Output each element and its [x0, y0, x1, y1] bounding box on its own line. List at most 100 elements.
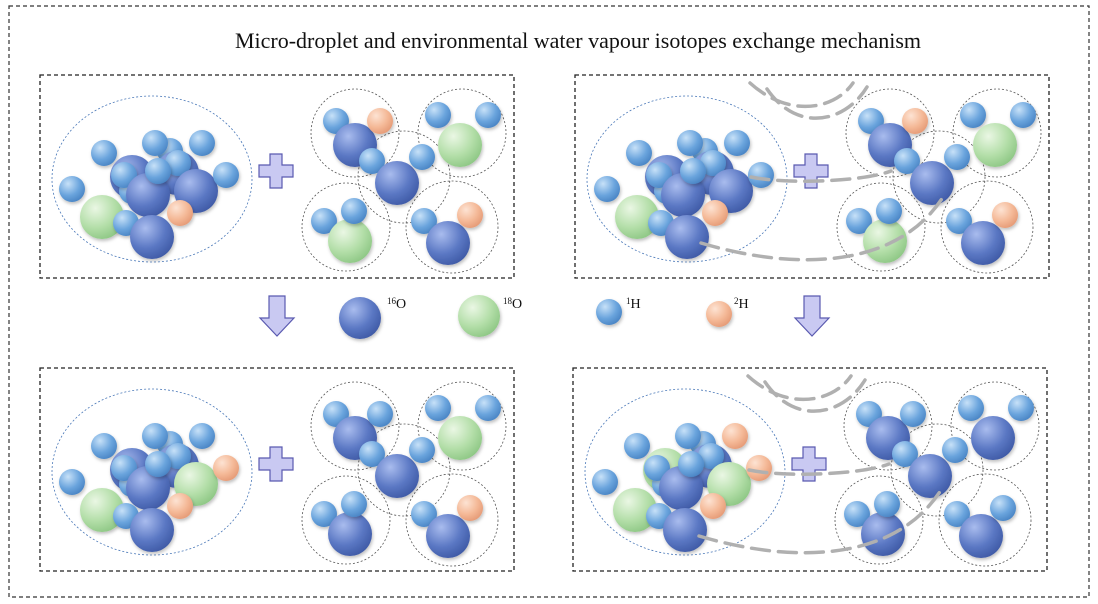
vapour-molecule-3-hydrogen-1-atom	[892, 441, 918, 467]
droplet-molecule-6-oxygen-16-atom	[663, 508, 707, 552]
legend: 16O 18O 1H 2H	[339, 295, 749, 339]
vapour-molecule-4-oxygen-18-atom	[328, 219, 372, 263]
droplet-molecule-2-hydrogen-2-atom	[189, 130, 215, 156]
plus-icon	[258, 153, 294, 189]
panel-top-left	[39, 74, 515, 279]
droplet-molecule-3-oxygen-18-atom	[80, 488, 124, 532]
vapour-molecule-2-hydrogen-1-atom	[960, 102, 986, 128]
vapour-flow-arc-1	[746, 374, 853, 401]
outer-frame	[8, 5, 1090, 598]
vapour-molecule-2	[425, 102, 501, 167]
droplet-molecule-2-hydrogen-1-atom	[142, 130, 168, 156]
micro-droplet-boundary	[584, 388, 786, 556]
vapour-molecule-3	[359, 144, 435, 205]
vapour-molecule-boundary	[310, 88, 400, 178]
droplet-molecule-6-deuterium-atom	[167, 493, 193, 519]
panel-bottom-left	[39, 367, 515, 572]
vapour-molecule-boundary	[834, 475, 924, 565]
droplet-molecule-5-hydrogen-2-atom	[680, 158, 706, 184]
droplet-molecule-5-hydrogen-1-atom	[646, 162, 672, 188]
droplet-molecule-6-oxygen-16-atom	[130, 215, 174, 259]
vapour-molecule-5	[944, 495, 1016, 558]
droplet-molecule-2-hydrogen-2-atom	[724, 130, 750, 156]
vapour-molecule-2-hydrogen-2-atom	[1008, 395, 1034, 421]
vapour-molecule-boundary	[417, 381, 507, 471]
micro-droplet-boundary	[51, 388, 253, 556]
plus-icon	[791, 446, 827, 482]
vapour-molecule-boundary	[843, 381, 933, 471]
vapour-molecule-3-oxygen-16-atom	[910, 161, 954, 205]
vapour-molecule-boundary	[950, 381, 1040, 471]
droplet-molecule-5-oxygen-16-atom	[659, 466, 703, 510]
plus-icon	[258, 446, 294, 482]
panel-frame	[574, 74, 1050, 279]
panel-frame	[39, 367, 515, 572]
micro-droplet-boundary	[51, 95, 253, 263]
droplet-molecule-6	[113, 200, 193, 259]
vapour-molecule-4	[844, 491, 905, 556]
droplet-molecule-2-hydrogen-2-atom	[189, 423, 215, 449]
vapour-molecule-4-hydrogen-1-atom	[311, 501, 337, 527]
vapour-molecule-5	[946, 202, 1018, 265]
panel-frame	[39, 74, 515, 279]
legend-h1-symbol: H	[631, 297, 641, 312]
legend-o16-sup: 16	[387, 296, 397, 306]
droplet-molecule-5	[111, 451, 171, 510]
vapour-molecule-4-hydrogen-1-atom	[846, 208, 872, 234]
vapour-flow-arc-2	[765, 85, 869, 120]
vapour-molecule-4-oxygen-16-atom	[861, 512, 905, 556]
vapour-flow-arc-4	[699, 195, 945, 262]
vapour-molecule-boundary	[301, 182, 391, 272]
vapour-molecule-5-hydrogen-1-atom	[411, 208, 437, 234]
droplet-molecule-5-hydrogen-2-atom	[678, 451, 704, 477]
vapour-molecule-5-oxygen-16-atom	[959, 514, 1003, 558]
droplet-molecule-1-hydrogen-1-atom	[626, 140, 652, 166]
droplet-molecule-6	[648, 200, 728, 259]
h2-swatch	[706, 301, 732, 327]
vapour-molecule-boundary	[405, 180, 499, 274]
droplet-molecule-3-hydrogen-1-atom	[594, 176, 620, 202]
vapour-molecule-1-hydrogen-2-atom	[900, 401, 926, 427]
droplet-molecule-6-deuterium-atom	[700, 493, 726, 519]
transition-arrow-left	[258, 295, 296, 337]
svg-text:2H: 2H	[734, 296, 749, 312]
droplet-molecule-4-hydrogen-1-atom	[165, 443, 191, 469]
vapour-molecule-4-hydrogen-2-atom	[876, 198, 902, 224]
legend-item-o18: 18O	[458, 295, 522, 337]
vapour-molecule-4-hydrogen-2-atom	[341, 198, 367, 224]
vapour-molecule-5-oxygen-16-atom	[961, 221, 1005, 265]
droplet-molecule-2-hydrogen-1-atom	[142, 423, 168, 449]
panels	[39, 74, 1050, 572]
vapour-molecule-2-hydrogen-2-atom	[475, 102, 501, 128]
droplet-molecule-3-hydrogen-1-atom	[59, 176, 85, 202]
vapour-molecule-3	[359, 437, 435, 498]
vapour-molecule-3-hydrogen-2-atom	[942, 437, 968, 463]
transition-arrow-right	[793, 295, 831, 337]
vapour-molecule-2-oxygen-18-atom	[438, 416, 482, 460]
vapour-flow-arc-4	[697, 488, 943, 555]
vapour-molecule-1-hydrogen-2-atom	[367, 401, 393, 427]
vapour-molecule-boundary	[940, 180, 1034, 274]
vapour-flow-arc-3	[749, 169, 893, 183]
vapour-molecule-1-deuterium-atom	[367, 108, 393, 134]
h1-swatch	[596, 299, 622, 325]
droplet-molecule-5-hydrogen-1-atom	[644, 455, 670, 481]
svg-text:1H: 1H	[626, 296, 641, 312]
droplet-molecule-4-hydrogen-1-atom	[698, 443, 724, 469]
droplet-molecule-6-oxygen-16-atom	[130, 508, 174, 552]
vapour-molecule-3-hydrogen-1-atom	[359, 441, 385, 467]
droplet-molecule-4-deuterium-atom	[746, 455, 772, 481]
vapour-molecule-3	[892, 437, 968, 498]
droplet-molecule-2-deuterium-atom	[722, 423, 748, 449]
vapour-molecule-2-hydrogen-1-atom	[425, 102, 451, 128]
droplet-molecule-5-hydrogen-2-atom	[145, 158, 171, 184]
droplet-molecule-4-hydrogen-2-atom	[213, 162, 239, 188]
vapour-molecule-boundary	[301, 475, 391, 565]
droplet-molecule-2-hydrogen-1-atom	[675, 423, 701, 449]
vapour-molecule-boundary	[405, 473, 499, 567]
droplet-molecule-3-oxygen-18-atom	[615, 195, 659, 239]
vapour-molecule-2-hydrogen-2-atom	[475, 395, 501, 421]
droplet-molecule-5-hydrogen-1-atom	[111, 455, 137, 481]
vapour-molecule-2	[958, 395, 1034, 460]
vapour-molecule-1	[323, 401, 393, 460]
